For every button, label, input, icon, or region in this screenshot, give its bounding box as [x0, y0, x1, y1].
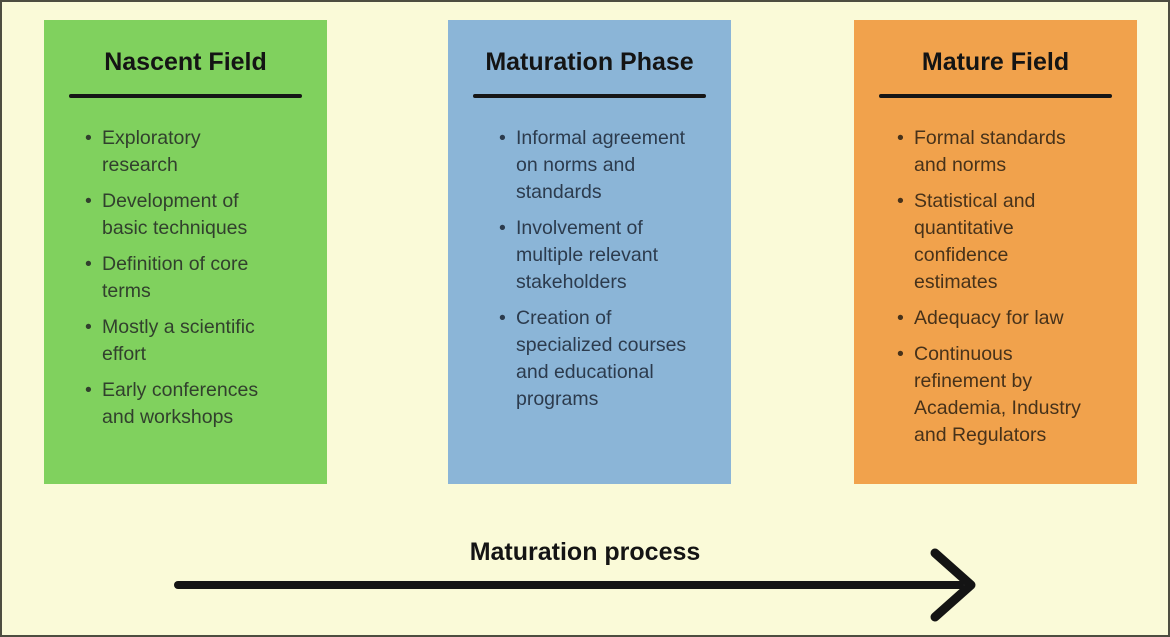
bullet-item: Informal agreement on norms and standard…: [499, 125, 719, 206]
title-underline: [879, 94, 1112, 98]
title-underline: [473, 94, 706, 98]
title-underline: [69, 94, 302, 98]
bullet-item: Early conferences and workshops: [85, 377, 315, 431]
bullet-item: Involvement of multiple relevant stakeho…: [499, 215, 719, 296]
panel-nascent-field: Nascent Field Exploratory researchDevelo…: [44, 20, 327, 484]
panel-title: Mature Field: [921, 48, 1070, 76]
arrow-label: Maturation process: [469, 538, 701, 566]
bullet-item: Mostly a scientific effort: [85, 314, 315, 368]
bullet-list: Formal standards and normsStatistical an…: [854, 125, 1125, 449]
bullet-item: Adequacy for law: [897, 305, 1125, 332]
panel-maturation-phase: Maturation Phase Informal agreement on n…: [448, 20, 731, 484]
panel-title: Nascent Field: [104, 48, 267, 76]
bullet-item: Development of basic techniques: [85, 188, 315, 242]
bullet-item: Definition of core terms: [85, 251, 315, 305]
panel-title: Maturation Phase: [485, 48, 694, 76]
bullet-item: Statistical and quantitative confidence …: [897, 188, 1125, 296]
bullet-list: Informal agreement on norms and standard…: [448, 125, 719, 413]
bullet-item: Creation of specialized courses and educ…: [499, 305, 719, 413]
panel-mature-field: Mature Field Formal standards and normsS…: [854, 20, 1137, 484]
bullet-list: Exploratory researchDevelopment of basic…: [44, 125, 315, 431]
bullet-item: Exploratory research: [85, 125, 315, 179]
bullet-item: Continuous refinement by Academia, Indus…: [897, 341, 1125, 449]
bullet-item: Formal standards and norms: [897, 125, 1125, 179]
